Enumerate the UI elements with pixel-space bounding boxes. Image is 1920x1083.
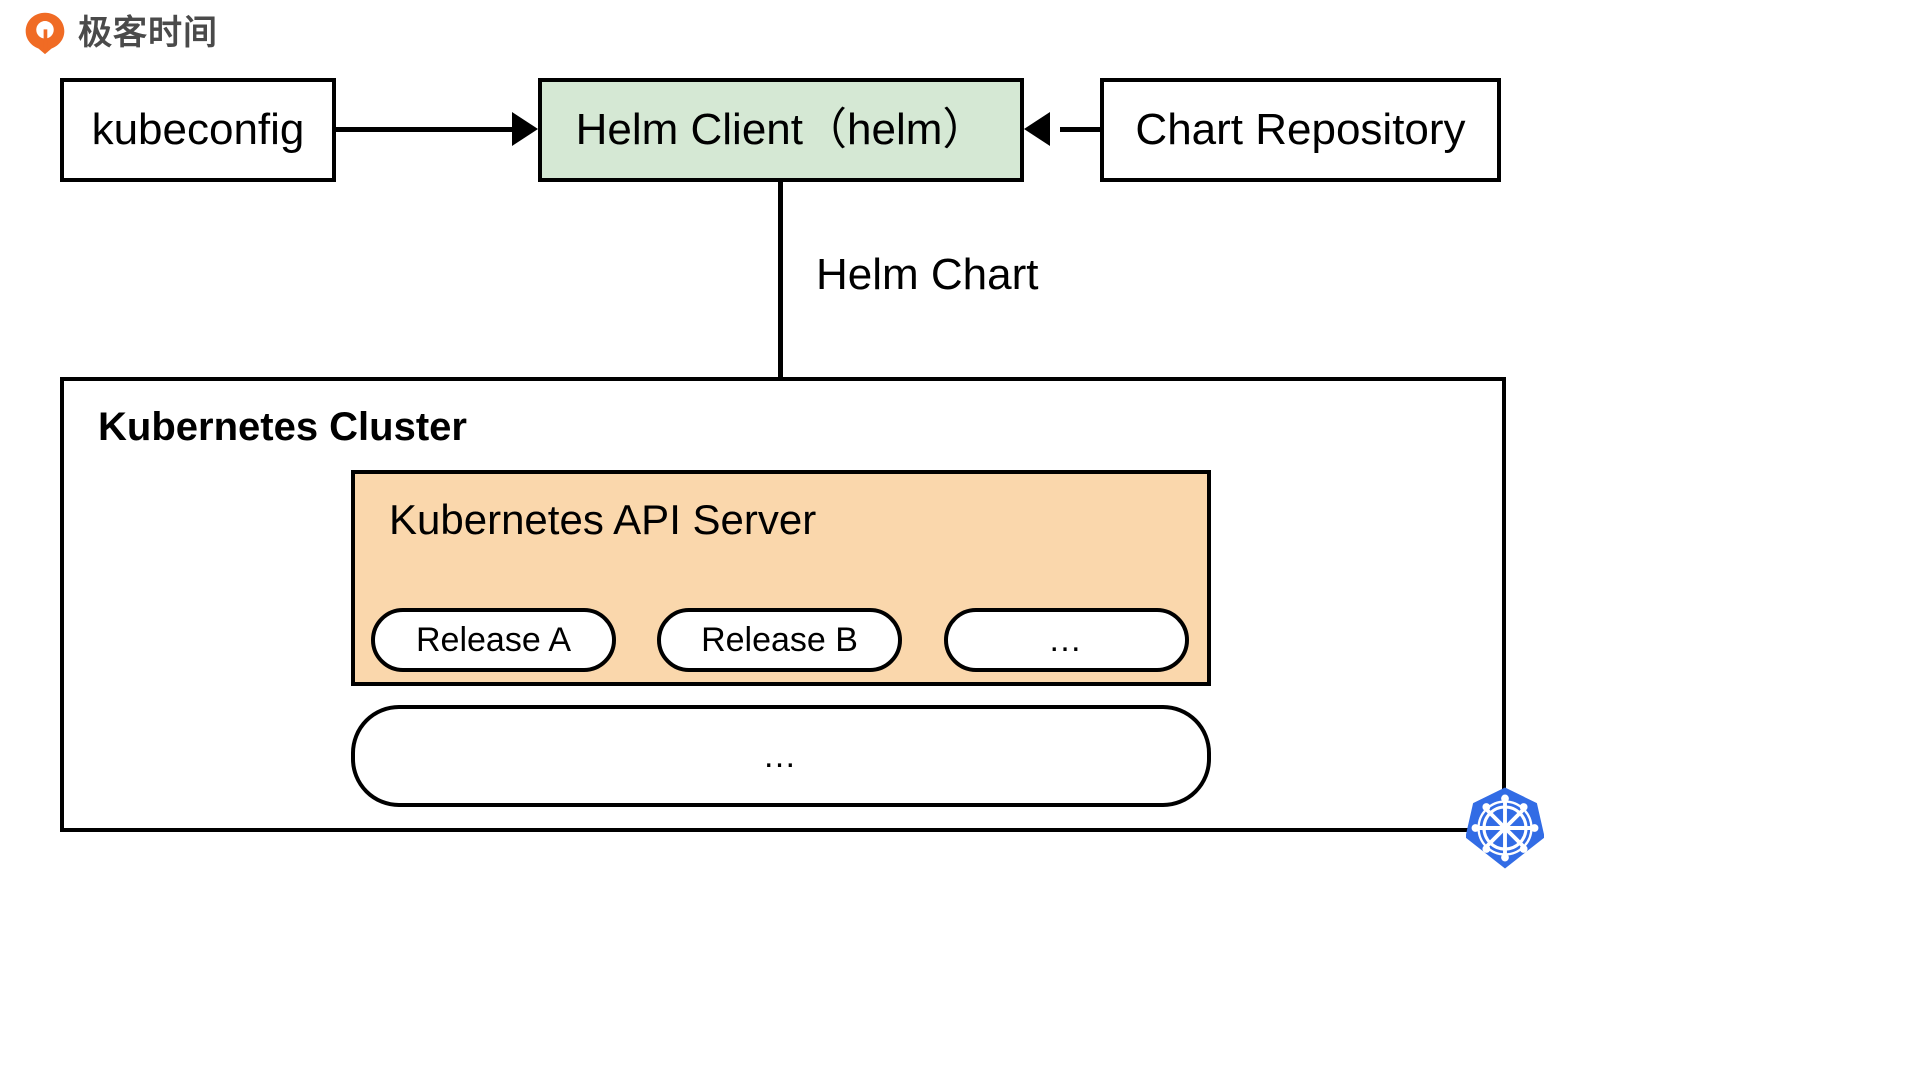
brand-name: 极客时间 (78, 13, 218, 53)
edge-helm-chart-label: Helm Chart (816, 250, 1039, 299)
node-release-a[interactable]: Release A (371, 608, 616, 672)
edge-repo-to-helm-line (1060, 127, 1102, 132)
brand-logo: 极客时间 (22, 10, 218, 56)
node-kubeconfig-label: kubeconfig (91, 104, 305, 154)
node-release-b-label: Release B (701, 621, 858, 659)
node-kubernetes-cluster-label: Kubernetes Cluster (98, 405, 467, 449)
node-cluster-resources-more-label: … (762, 737, 800, 775)
node-cluster-resources-more[interactable]: … (351, 705, 1211, 807)
arrow-left-icon (1024, 112, 1050, 146)
node-kubernetes-api-server-label: Kubernetes API Server (389, 496, 817, 543)
node-release-b[interactable]: Release B (657, 608, 902, 672)
node-release-more[interactable]: … (944, 608, 1189, 672)
edge-helm-to-apiserver-line (778, 182, 783, 461)
kubernetes-logo-icon (1466, 787, 1544, 869)
node-release-more-label: … (1048, 621, 1085, 659)
node-helm-client-label: Helm Client（helm） (575, 104, 987, 154)
node-chart-repository[interactable]: Chart Repository (1100, 78, 1501, 182)
arrow-right-icon (512, 112, 538, 146)
edge-kubeconfig-to-helm-line (336, 127, 514, 132)
node-release-a-label: Release A (416, 621, 571, 659)
node-chart-repository-label: Chart Repository (1135, 104, 1466, 154)
node-kubeconfig[interactable]: kubeconfig (60, 78, 336, 182)
geektime-logo-icon (25, 12, 65, 55)
node-helm-client[interactable]: Helm Client（helm） (538, 78, 1024, 182)
